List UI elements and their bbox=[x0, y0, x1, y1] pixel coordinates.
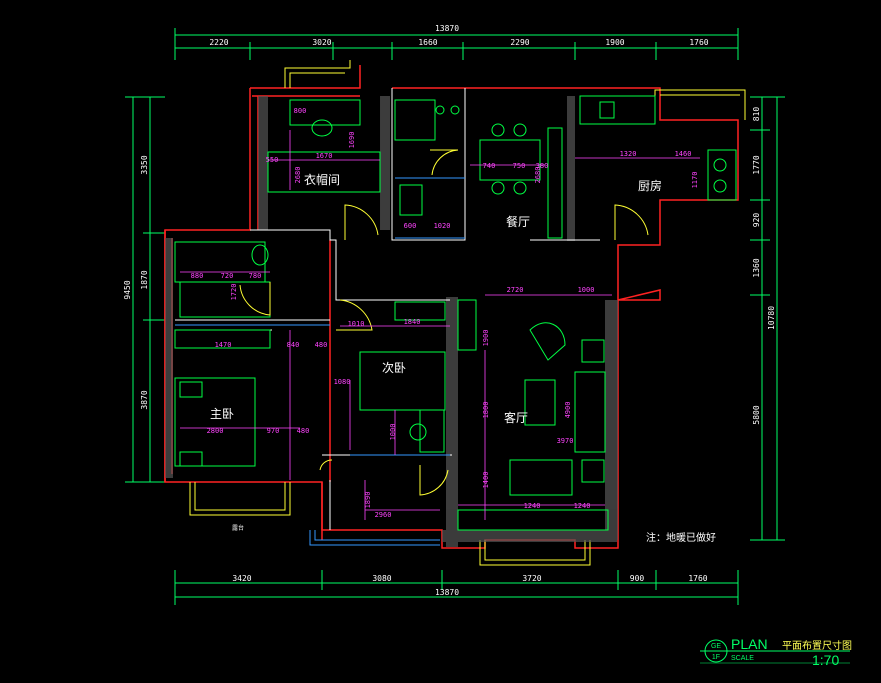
interior-dim: 1400 bbox=[482, 472, 490, 489]
top-dim: 3020 bbox=[312, 38, 331, 47]
interior-dim: 1690 bbox=[348, 132, 356, 149]
interior-dim: 3970 bbox=[557, 437, 574, 445]
interior-dim: 780 bbox=[249, 272, 262, 280]
interior-dim: 2680 bbox=[534, 167, 542, 184]
interior-dim: 720 bbox=[221, 272, 234, 280]
interior-dim: 1720 bbox=[230, 284, 238, 301]
bottom-dim: 3720 bbox=[522, 574, 541, 583]
right-dim: 810 bbox=[752, 107, 761, 122]
interior-dim: 800 bbox=[294, 107, 307, 115]
interior-dim: 4900 bbox=[564, 402, 572, 419]
top-overall-dim: 13870 bbox=[435, 24, 459, 33]
left-dim: 1870 bbox=[140, 270, 149, 289]
interior-dimension-lines bbox=[180, 130, 700, 520]
wall-hatch bbox=[165, 96, 618, 547]
interior-dim: 1240 bbox=[524, 502, 541, 510]
balcony-railings bbox=[189, 60, 746, 566]
interior-dim: 1670 bbox=[316, 152, 333, 160]
interior-dim: 2800 bbox=[207, 427, 224, 435]
right-overall-dim: 10780 bbox=[767, 306, 776, 330]
window-lines bbox=[175, 177, 465, 546]
room-label-living-room: 客厅 bbox=[504, 410, 528, 425]
plan-word: PLAN bbox=[731, 636, 768, 652]
interior-dim: 480 bbox=[297, 427, 310, 435]
interior-dim: 1000 bbox=[389, 424, 397, 441]
interior-dim: 380 bbox=[536, 162, 549, 170]
top-dim: 1760 bbox=[689, 38, 708, 47]
interior-dim: 1320 bbox=[620, 150, 637, 158]
interior-dim: 1240 bbox=[574, 502, 591, 510]
top-dim: 1900 bbox=[605, 38, 624, 47]
bottom-dimension-chain bbox=[174, 570, 739, 605]
bottom-dim: 1760 bbox=[688, 574, 707, 583]
interior-dim: 550 bbox=[266, 156, 279, 164]
title-block bbox=[700, 639, 850, 664]
interior-dim: 1170 bbox=[691, 172, 699, 189]
interior-dim: 880 bbox=[191, 272, 204, 280]
interior-dim: 1900 bbox=[482, 330, 490, 347]
bottom-dim: 3080 bbox=[372, 574, 391, 583]
interior-dim: 2960 bbox=[375, 511, 392, 519]
top-dimension-chain bbox=[174, 28, 739, 60]
bottom-dim: 3420 bbox=[232, 574, 251, 583]
interior-dim: 1460 bbox=[675, 150, 692, 158]
interior-dim: 1800 bbox=[482, 402, 490, 419]
sheet-code-top: GE bbox=[711, 643, 721, 650]
scale-word: SCALE bbox=[731, 655, 754, 662]
top-dim: 2220 bbox=[209, 38, 228, 47]
interior-dim: 480 bbox=[315, 341, 328, 349]
room-label-kitchen: 厨房 bbox=[638, 178, 662, 193]
interior-dim: 2680 bbox=[294, 167, 302, 184]
interior-dim: 1470 bbox=[215, 341, 232, 349]
interior-dim: 600 bbox=[404, 222, 417, 230]
floor-heating-note: 注：地暖已做好 bbox=[646, 531, 716, 544]
interior-dim: 1840 bbox=[404, 318, 421, 326]
top-dim: 1660 bbox=[418, 38, 437, 47]
scale-value: 1:70 bbox=[812, 652, 839, 668]
interior-dim: 970 bbox=[267, 427, 280, 435]
top-dim: 2290 bbox=[510, 38, 529, 47]
drawing-title: 平面布置尺寸图 bbox=[782, 639, 852, 652]
room-label-balcony: 露台 bbox=[232, 524, 244, 532]
right-dim: 1360 bbox=[752, 258, 761, 277]
left-dimension-chain bbox=[125, 96, 165, 483]
room-label-dining: 餐厅 bbox=[506, 214, 530, 229]
room-label-cloakroom: 衣帽间 bbox=[304, 172, 340, 187]
left-dim: 3350 bbox=[140, 155, 149, 174]
bottom-overall-dim: 13870 bbox=[435, 588, 459, 597]
right-dim: 1770 bbox=[752, 155, 761, 174]
bottom-dim: 900 bbox=[630, 574, 645, 583]
interior-dim: 1010 bbox=[348, 320, 365, 328]
interior-dim: 840 bbox=[287, 341, 300, 349]
interior-dim: 740 bbox=[483, 162, 496, 170]
interior-dim: 1020 bbox=[434, 222, 451, 230]
right-dim: 5800 bbox=[752, 405, 761, 424]
left-dim: 3870 bbox=[140, 390, 149, 409]
interior-dim: 1080 bbox=[334, 378, 351, 386]
room-label-master-bedroom: 主卧 bbox=[210, 407, 234, 421]
right-dimension-chain bbox=[750, 96, 785, 541]
interior-dim: 1890 bbox=[364, 492, 372, 509]
furniture bbox=[174, 95, 737, 531]
sheet-code-bottom: 1F bbox=[712, 654, 720, 661]
room-label-second-bedroom: 次卧 bbox=[382, 361, 406, 375]
interior-dim: 1000 bbox=[578, 286, 595, 294]
right-dim: 920 bbox=[752, 213, 761, 228]
interior-dim: 750 bbox=[513, 162, 526, 170]
doors bbox=[239, 149, 649, 496]
left-overall-dim: 9450 bbox=[123, 280, 132, 299]
interior-dim: 2720 bbox=[507, 286, 524, 294]
